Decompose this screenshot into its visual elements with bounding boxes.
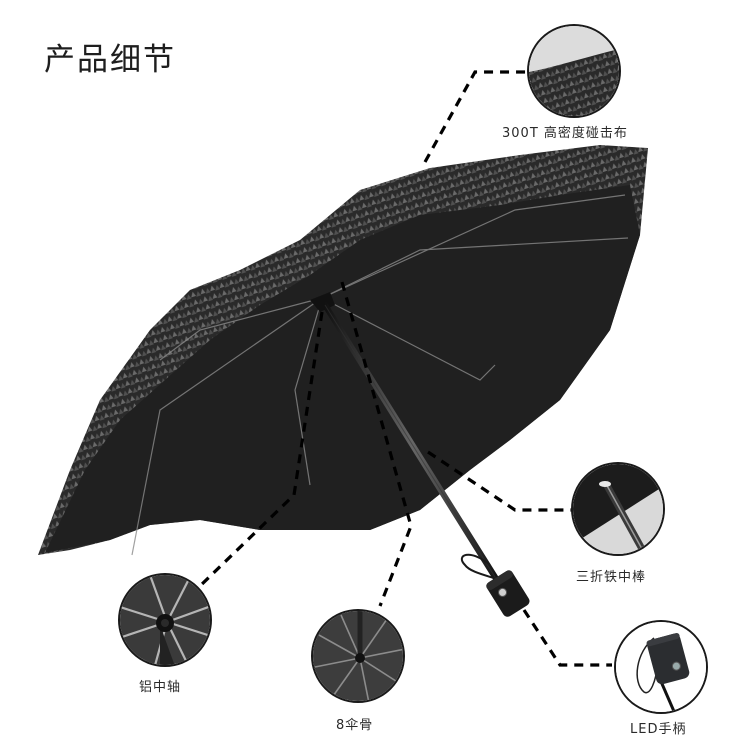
ribs-icon bbox=[311, 609, 405, 703]
umbrella-canopy bbox=[38, 145, 648, 556]
leader-lines bbox=[198, 70, 612, 667]
callout-label-fabric: 300T 高密度碰击布 bbox=[502, 126, 628, 141]
umbrella-handle bbox=[460, 553, 530, 617]
leader-line-center-axis bbox=[198, 311, 324, 588]
leader-line-ribs bbox=[340, 281, 413, 607]
leader-line-handle bbox=[522, 609, 612, 667]
leader-line-shaft bbox=[427, 450, 572, 512]
leader-line-fabric bbox=[423, 70, 528, 163]
center-axis-icon bbox=[118, 573, 212, 667]
callout-label-handle: LED手柄 bbox=[630, 722, 687, 737]
fabric-closeup-icon bbox=[527, 24, 621, 118]
shaft-closeup-icon bbox=[571, 462, 665, 556]
callout-label-shaft: 三折铁中棒 bbox=[576, 570, 647, 585]
callout-label-ribs: 8伞骨 bbox=[336, 718, 374, 733]
umbrella-shaft bbox=[322, 302, 503, 588]
page-title: 产品细节 bbox=[44, 42, 176, 78]
callout-label-center-axis: 铝中轴 bbox=[139, 680, 182, 695]
led-handle-icon bbox=[614, 620, 708, 714]
